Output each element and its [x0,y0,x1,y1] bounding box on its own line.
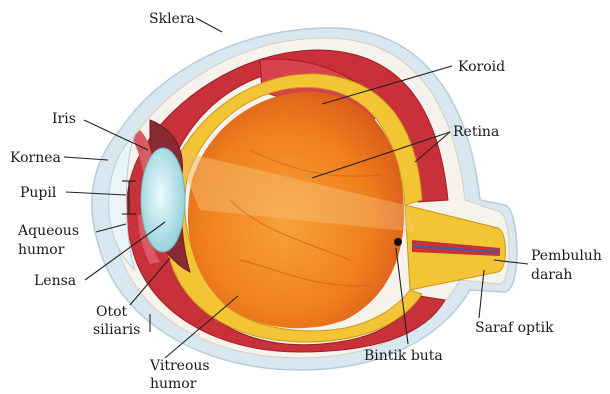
label-pembuluh-darah-line1: Pembuluh [531,248,602,264]
label-iris: Iris [52,111,76,127]
label-retina: Retina [453,124,499,140]
label-koroid: Koroid [458,59,505,75]
label-bintik-buta: Bintik buta [364,348,443,364]
label-kornea: Kornea [10,150,61,166]
label-aqueous-humor-line2: humor [18,242,65,258]
label-vitreous-humor-line2: humor [150,376,197,392]
label-saraf-optik: Saraf optik [475,320,554,336]
label-pupil: Pupil [20,185,57,201]
label-aqueous-humor-line1: Aqueous [17,223,79,239]
lens [141,148,185,252]
label-pembuluh-darah-line2: darah [531,267,572,283]
label-sklera: Sklera [149,11,195,27]
label-lensa: Lensa [34,273,76,289]
label-otot-siliaris-line2: siliaris [93,322,140,338]
label-otot-siliaris-line1: Otot [96,304,128,320]
label-vitreous-humor-line1: Vitreous [149,358,210,374]
blind-spot-dot [394,238,402,246]
